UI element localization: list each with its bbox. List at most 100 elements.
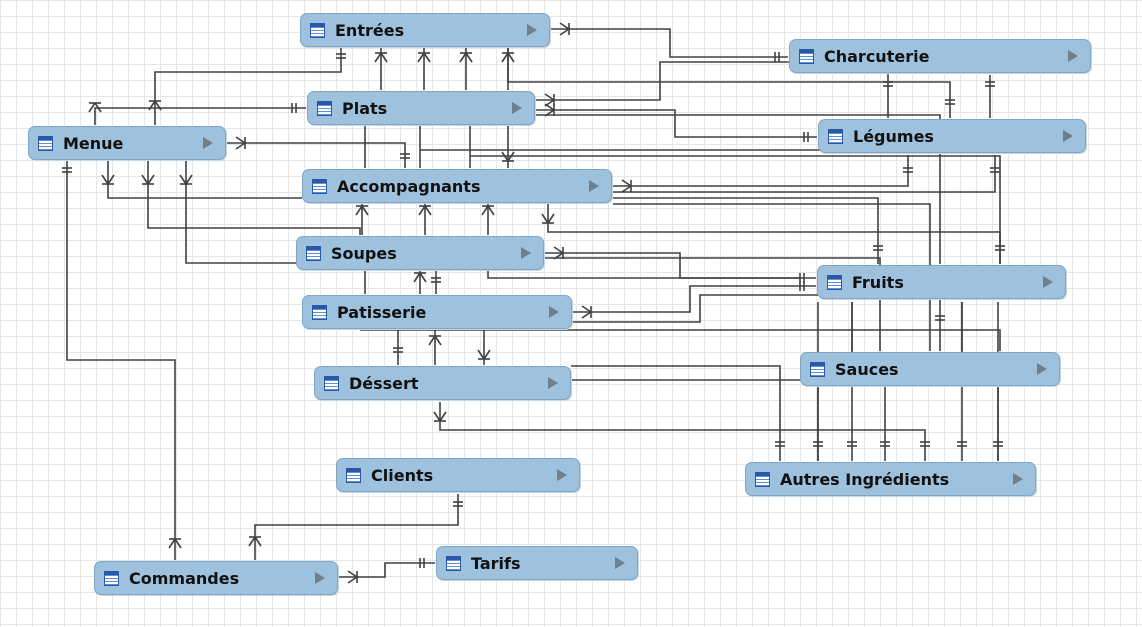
relation-line [434, 335, 442, 346]
relation-line [439, 411, 447, 422]
expand-arrow-icon[interactable] [1063, 130, 1073, 142]
relation-line [553, 246, 564, 254]
relation-line [147, 174, 155, 185]
relation-line [545, 252, 816, 279]
relation-line [613, 203, 931, 351]
expand-arrow-icon[interactable] [548, 377, 558, 389]
expand-arrow-icon[interactable] [557, 469, 567, 481]
table-icon [104, 570, 119, 586]
relation-line [433, 411, 441, 422]
entity-patisserie[interactable]: Patisserie [302, 295, 572, 329]
relation-line [487, 270, 800, 279]
relation-line [339, 562, 435, 578]
entity-label: Déssert [349, 373, 419, 393]
relation-line [424, 205, 432, 216]
relation-line [168, 538, 176, 549]
entity-plats[interactable]: Plats [307, 91, 535, 125]
entity-clients[interactable]: Clients [336, 458, 580, 492]
entity-sauces[interactable]: Sauces [800, 352, 1060, 386]
entity-label: Plats [342, 98, 388, 118]
entity-tarifs[interactable]: Tarifs [436, 546, 638, 580]
relation-line [94, 102, 102, 113]
relation-line [545, 257, 881, 351]
expand-arrow-icon[interactable] [527, 24, 537, 36]
relation-line [248, 536, 256, 547]
relation-line [483, 349, 491, 360]
relation-line [477, 349, 485, 360]
expand-arrow-icon[interactable] [615, 557, 625, 569]
relation-line [547, 204, 1001, 264]
entity-label: Soupes [331, 243, 397, 263]
entity-label: Légumes [853, 126, 934, 146]
entity-label: Accompagnants [337, 176, 481, 196]
expand-arrow-icon[interactable] [1013, 473, 1023, 485]
relation-line [465, 52, 473, 63]
relation-line [88, 102, 96, 113]
entity-label: Patisserie [337, 302, 427, 322]
expand-arrow-icon[interactable] [549, 306, 559, 318]
table-icon [810, 361, 825, 377]
relation-line [355, 205, 363, 216]
relation-line [347, 570, 358, 578]
expand-arrow-icon[interactable] [512, 102, 522, 114]
relation-line [417, 52, 425, 63]
relation-line [361, 205, 369, 216]
entity-commandes[interactable]: Commandes [94, 561, 338, 595]
relation-line [419, 272, 427, 283]
expand-arrow-icon[interactable] [1043, 276, 1053, 288]
entity-accompagnants[interactable]: Accompagnants [302, 169, 612, 203]
relation-line [487, 205, 495, 216]
table-icon [324, 375, 339, 391]
relation-line [541, 213, 549, 224]
relation-line [573, 285, 816, 313]
relation-line [413, 272, 421, 283]
table-icon [317, 100, 332, 116]
relation-line [536, 109, 817, 138]
entity-soupes[interactable]: Soupes [296, 236, 544, 270]
entity-label: Clients [371, 465, 434, 485]
relation-line [360, 329, 1001, 351]
table-icon [828, 128, 843, 144]
relation-line [571, 365, 781, 461]
expand-arrow-icon[interactable] [1068, 50, 1078, 62]
entity-charcuterie[interactable]: Charcuterie [789, 39, 1091, 73]
relation-line [154, 47, 342, 125]
table-icon [827, 274, 842, 290]
relation-line [428, 335, 436, 346]
entity-legumes[interactable]: Légumes [818, 119, 1086, 153]
entity-label: Commandes [129, 568, 240, 588]
relation-line [536, 61, 889, 118]
table-icon [799, 48, 814, 64]
relation-line [141, 174, 149, 185]
entity-label: Fruits [852, 272, 904, 292]
table-icon [312, 304, 327, 320]
entity-label: Tarifs [471, 553, 521, 573]
relation-line [501, 52, 509, 63]
relation-line [581, 311, 592, 319]
entity-autres-ingredients[interactable]: Autres Ingrédients [745, 462, 1036, 496]
entity-label: Menue [63, 133, 124, 153]
expand-arrow-icon[interactable] [315, 572, 325, 584]
expand-arrow-icon[interactable] [203, 137, 213, 149]
expand-arrow-icon[interactable] [521, 247, 531, 259]
entity-fruits[interactable]: Fruits [817, 265, 1066, 299]
relation-line [573, 294, 941, 351]
relation-line [613, 197, 879, 264]
relation-line [374, 52, 382, 63]
relation-line [559, 28, 570, 36]
relation-line [621, 185, 632, 193]
expand-arrow-icon[interactable] [589, 180, 599, 192]
relation-line [107, 160, 302, 199]
relation-line [544, 103, 555, 111]
expand-arrow-icon[interactable] [1037, 363, 1047, 375]
relation-line [536, 114, 941, 264]
entity-entrees[interactable]: Entrées [300, 13, 550, 47]
entity-menue[interactable]: Menue [28, 126, 226, 160]
relation-line [254, 536, 262, 547]
relation-line [559, 22, 570, 30]
relation-line [235, 136, 246, 144]
entity-dessert[interactable]: Déssert [314, 366, 571, 400]
table-icon [310, 22, 325, 38]
entity-label: Charcuterie [824, 46, 930, 66]
relation-line [185, 174, 193, 185]
